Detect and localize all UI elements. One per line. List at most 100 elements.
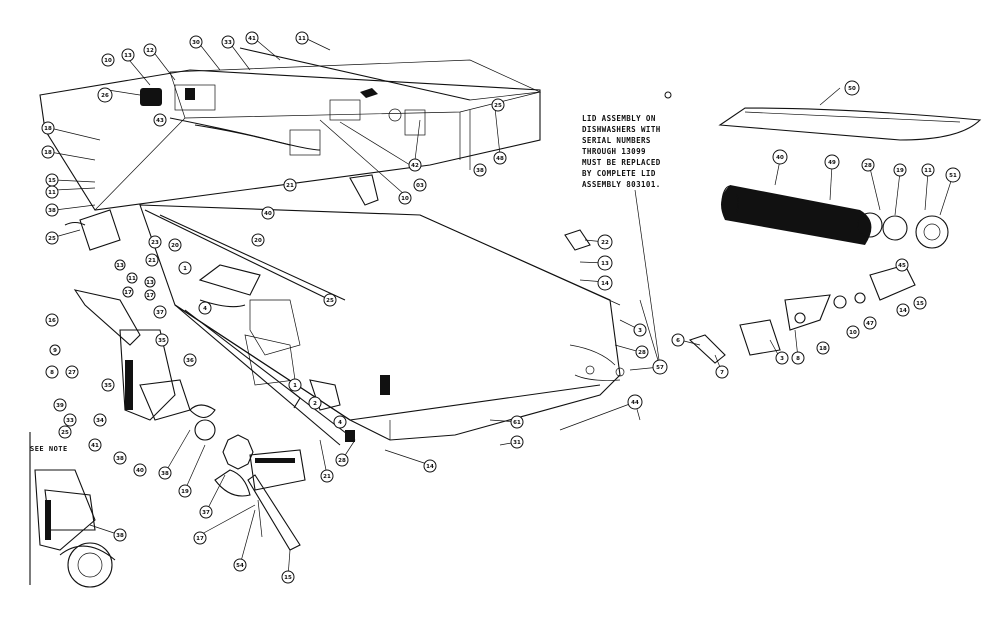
svg-text:12: 12 — [146, 48, 154, 54]
svg-text:15: 15 — [284, 575, 292, 581]
svg-text:30: 30 — [192, 40, 200, 46]
svg-text:14: 14 — [899, 308, 907, 314]
svg-text:11: 11 — [298, 36, 306, 42]
svg-text:35: 35 — [104, 383, 112, 389]
svg-text:34: 34 — [96, 418, 104, 424]
svg-text:21: 21 — [148, 258, 156, 264]
svg-text:49: 49 — [828, 160, 836, 166]
svg-text:38: 38 — [116, 456, 124, 462]
control-panel — [39, 47, 542, 211]
svg-text:41: 41 — [248, 36, 256, 42]
svg-text:38: 38 — [161, 471, 169, 477]
svg-text:27: 27 — [68, 370, 76, 376]
svg-text:47: 47 — [866, 321, 874, 327]
svg-text:6: 6 — [676, 338, 680, 344]
svg-text:13: 13 — [116, 263, 124, 269]
svg-text:11: 11 — [48, 190, 56, 196]
svg-text:41: 41 — [91, 443, 99, 449]
svg-text:17: 17 — [196, 536, 204, 542]
svg-text:25: 25 — [48, 236, 56, 242]
svg-text:11: 11 — [924, 168, 932, 174]
svg-text:17: 17 — [124, 290, 132, 296]
svg-text:25: 25 — [326, 298, 334, 304]
svg-text:17: 17 — [146, 293, 154, 299]
svg-text:10: 10 — [104, 58, 112, 64]
svg-text:33: 33 — [224, 40, 232, 46]
svg-text:7: 7 — [720, 370, 724, 376]
left-brackets — [64, 209, 306, 551]
svg-text:03: 03 — [416, 183, 424, 189]
svg-text:37: 37 — [156, 310, 164, 316]
svg-text:54: 54 — [236, 563, 244, 569]
svg-text:14: 14 — [601, 281, 609, 287]
svg-text:8: 8 — [796, 356, 800, 362]
svg-text:11: 11 — [128, 276, 136, 282]
lid-seal-strip — [718, 107, 982, 141]
svg-text:13: 13 — [146, 280, 154, 286]
svg-text:18: 18 — [44, 126, 52, 132]
svg-text:23: 23 — [151, 240, 159, 246]
svg-text:18: 18 — [44, 150, 52, 156]
svg-text:19: 19 — [896, 168, 904, 174]
svg-text:8: 8 — [50, 370, 54, 376]
svg-text:4: 4 — [203, 306, 207, 312]
see-note-label: SEE NOTE — [30, 445, 68, 453]
svg-text:25: 25 — [61, 430, 69, 436]
lid-assembly-note: LID ASSEMBLY ON DISHWASHERS WITH SERIAL … — [582, 114, 661, 189]
svg-text:61: 61 — [513, 420, 521, 426]
svg-text:44: 44 — [631, 400, 639, 406]
svg-text:10: 10 — [401, 196, 409, 202]
svg-text:1: 1 — [293, 383, 297, 389]
svg-text:37: 37 — [202, 510, 210, 516]
svg-text:3: 3 — [780, 356, 784, 362]
svg-text:43: 43 — [156, 118, 164, 124]
svg-text:28: 28 — [338, 458, 346, 464]
svg-text:16: 16 — [48, 318, 56, 324]
roller — [721, 185, 949, 249]
svg-text:13: 13 — [124, 53, 132, 59]
svg-text:28: 28 — [864, 163, 872, 169]
svg-text:38: 38 — [476, 168, 484, 174]
svg-text:42: 42 — [411, 163, 419, 169]
svg-text:18: 18 — [819, 346, 827, 352]
lid-assembly — [139, 204, 625, 441]
svg-text:2: 2 — [313, 401, 317, 407]
svg-text:20: 20 — [254, 238, 262, 244]
svg-text:19: 19 — [181, 489, 189, 495]
svg-text:50: 50 — [848, 86, 856, 92]
svg-text:14: 14 — [426, 464, 434, 470]
inset-detail — [34, 469, 116, 588]
svg-text:28: 28 — [638, 350, 646, 356]
svg-text:10: 10 — [849, 330, 857, 336]
svg-text:1: 1 — [183, 266, 187, 272]
svg-text:22: 22 — [601, 240, 609, 246]
svg-text:15: 15 — [48, 178, 56, 184]
svg-text:38: 38 — [48, 208, 56, 214]
svg-text:38: 38 — [116, 533, 124, 539]
svg-text:15: 15 — [916, 301, 924, 307]
svg-text:45: 45 — [898, 263, 906, 269]
svg-text:20: 20 — [171, 243, 179, 249]
svg-text:21: 21 — [286, 183, 294, 189]
svg-text:36: 36 — [186, 358, 194, 364]
svg-text:40: 40 — [264, 211, 272, 217]
svg-text:31: 31 — [513, 440, 521, 446]
svg-text:57: 57 — [656, 365, 664, 371]
svg-text:40: 40 — [136, 468, 144, 474]
svg-text:13: 13 — [601, 261, 609, 267]
svg-text:25: 25 — [494, 103, 502, 109]
svg-text:9: 9 — [53, 348, 57, 354]
lid-frame — [144, 209, 390, 446]
svg-text:33: 33 — [66, 418, 74, 424]
svg-text:39: 39 — [56, 403, 64, 409]
right-hinge-parts — [564, 229, 916, 364]
svg-text:3: 3 — [638, 328, 642, 334]
svg-text:21: 21 — [323, 474, 331, 480]
svg-text:51: 51 — [949, 173, 957, 179]
leader-lines — [49, 37, 954, 578]
callout-markers: 18 18 15 11 38 25 10 13 12 30 33 41 11 2… — [41, 31, 961, 584]
svg-text:35: 35 — [158, 338, 166, 344]
svg-text:26: 26 — [101, 93, 109, 99]
